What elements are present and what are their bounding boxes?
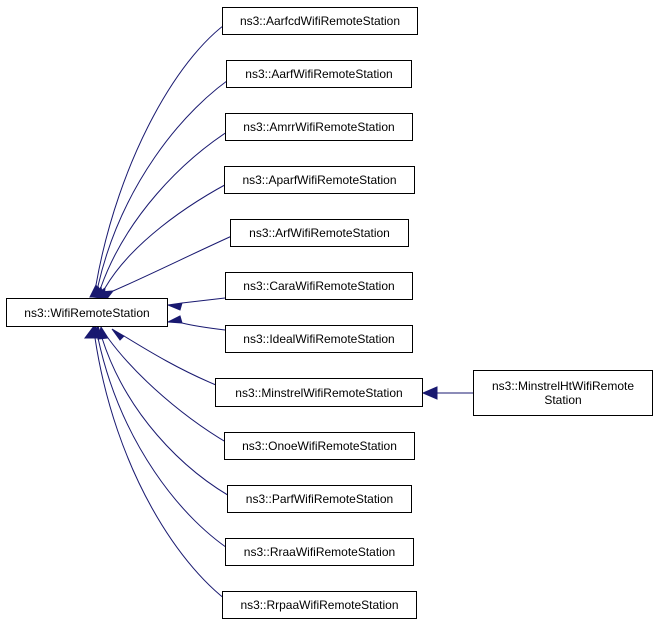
- inheritance-edge-aarf: [97, 71, 241, 287]
- inheritance-edge-rrpaa: [94, 337, 237, 608]
- node-arf-wifi-remote-station[interactable]: ns3::ArfWifiRemoteStation: [230, 219, 409, 247]
- node-parf-wifi-remote-station[interactable]: ns3::ParfWifiRemoteStation: [227, 485, 412, 513]
- node-wifi-remote-station[interactable]: ns3::WifiRemoteStation: [6, 298, 168, 327]
- inheritance-edge-onoe: [107, 337, 239, 450]
- inheritance-edge-parf: [101, 337, 241, 503]
- inheritance-edge-rraa: [97, 337, 239, 556]
- inheritance-arrow-minstrel: [111, 328, 125, 341]
- node-minstrel-wifi-remote-station[interactable]: ns3::MinstrelWifiRemoteStation: [215, 378, 423, 407]
- node-aarf-wifi-remote-station[interactable]: ns3::AarfWifiRemoteStation: [226, 60, 412, 88]
- node-ideal-wifi-remote-station[interactable]: ns3::IdealWifiRemoteStation: [225, 325, 413, 353]
- inheritance-arrow-cara: [166, 302, 183, 311]
- inheritance-edge-minstrel: [123, 335, 217, 386]
- node-cara-wifi-remote-station[interactable]: ns3::CaraWifiRemoteStation: [225, 272, 413, 300]
- inheritance-edge-amrr: [100, 124, 239, 288]
- inheritance-edge-aparf: [104, 177, 239, 289]
- node-onoe-wifi-remote-station[interactable]: ns3::OnoeWifiRemoteStation: [224, 432, 415, 460]
- inheritance-arrow-ideal: [166, 315, 183, 324]
- inheritance-edge-arf: [112, 230, 244, 292]
- inheritance-edge-cara: [181, 297, 226, 304]
- node-amrr-wifi-remote-station[interactable]: ns3::AmrrWifiRemoteStation: [225, 113, 413, 141]
- node-rrpaa-wifi-remote-station[interactable]: ns3::RrpaaWifiRemoteStation: [222, 591, 417, 619]
- inheritance-arrow-rrpaa: [84, 324, 96, 339]
- node-minstrel-ht-wifi-remote-station[interactable]: ns3::MinstrelHtWifiRemote Station: [473, 370, 653, 416]
- node-aparf-wifi-remote-station[interactable]: ns3::AparfWifiRemoteStation: [224, 166, 415, 194]
- inheritance-edge-aarfcd: [95, 16, 237, 286]
- inheritance-arrow-arf: [97, 290, 115, 301]
- node-aarfcd-wifi-remote-station[interactable]: ns3::AarfcdWifiRemoteStation: [222, 7, 418, 35]
- node-rraa-wifi-remote-station[interactable]: ns3::RraaWifiRemoteStation: [225, 538, 414, 566]
- inheritance-edge-ideal: [181, 322, 226, 331]
- inheritance-arrow-minstrelht: [421, 386, 438, 400]
